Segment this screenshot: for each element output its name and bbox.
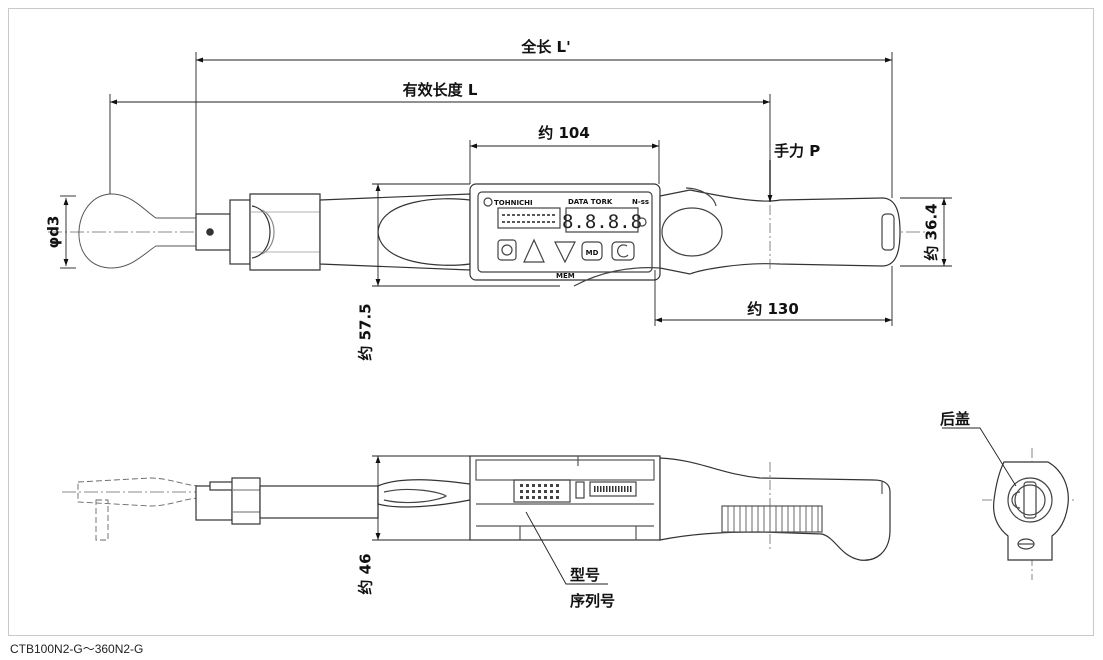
side-port: [589, 481, 637, 497]
shaft: [319, 193, 471, 271]
hand-force-label: 手力 P: [774, 142, 820, 160]
down-triangle-button[interactable]: [554, 241, 576, 264]
hex-fitting: [249, 193, 321, 271]
side-square-drive: [195, 485, 233, 521]
end-view: [982, 448, 1074, 580]
side-shaft: [259, 485, 379, 519]
product-name: DATA TORK: [568, 198, 613, 206]
side-dimensions: [372, 455, 608, 585]
end-cap: [881, 213, 895, 251]
handle-grip-oval: [661, 207, 723, 257]
brand-name: TOHNICHI: [494, 199, 533, 207]
mode-label: MD: [586, 249, 599, 257]
width-104-label: 约 104: [538, 124, 590, 142]
mem-label: MEM: [556, 272, 575, 280]
dia-d3-label: φd3: [45, 216, 63, 249]
handle: [659, 189, 901, 275]
side-hex: [231, 477, 261, 525]
body-taper: [573, 267, 661, 287]
connector-pins: [520, 484, 559, 499]
mode-button[interactable]: [581, 241, 603, 261]
brand-logo-icon: [483, 197, 493, 207]
technical-drawing: 8.8.8.8 TOHNICHI DATA TORK N-ss MD MEM: [45, 38, 1074, 610]
effective-length-label: 有效长度 L: [403, 81, 478, 99]
side-body: [469, 455, 661, 541]
led-indicator: [637, 217, 647, 227]
lcd-digits: 8.8.8.8: [562, 211, 642, 233]
back-cover-leader: [942, 427, 1017, 487]
height-46-label: 约 46: [357, 553, 375, 594]
top-dimensions: [60, 52, 952, 326]
model-label: 型号: [570, 566, 600, 584]
drive-pin: [206, 228, 214, 236]
top-view: 8.8.8.8 TOHNICHI DATA TORK N-ss MD MEM: [48, 183, 930, 287]
refresh-icon: [617, 244, 629, 258]
side-view: [62, 455, 891, 561]
end-body: [993, 461, 1069, 561]
triangle-button[interactable]: [523, 238, 545, 263]
lcd-bars: [502, 214, 556, 223]
clear-button[interactable]: [611, 241, 635, 261]
height-57-5-label: 约 57.5: [357, 303, 375, 360]
overall-length-label: 全长 L': [520, 38, 570, 56]
model-leader: [525, 511, 608, 585]
back-cover-label: 后盖: [940, 410, 970, 428]
grip-texture: [721, 505, 823, 533]
display-panel: [477, 191, 653, 273]
model-badge: N-ss: [632, 198, 649, 206]
side-handle: [659, 457, 891, 561]
cover-lock-icon: [1011, 491, 1021, 509]
side-head-outline: [77, 477, 201, 507]
side-connector: [513, 479, 571, 503]
height-36-4-label: 约 36.4: [923, 203, 941, 260]
serial-label: 序列号: [570, 592, 615, 610]
power-button[interactable]: [497, 239, 517, 261]
power-icon: [501, 244, 513, 256]
figure-caption: CTB100N2-G～360N2-G: [10, 642, 144, 656]
ratchet-head-outline: [78, 193, 197, 269]
length-130-label: 约 130: [747, 300, 799, 318]
drawing-frame: [8, 8, 1094, 636]
back-cover: [1007, 477, 1053, 523]
